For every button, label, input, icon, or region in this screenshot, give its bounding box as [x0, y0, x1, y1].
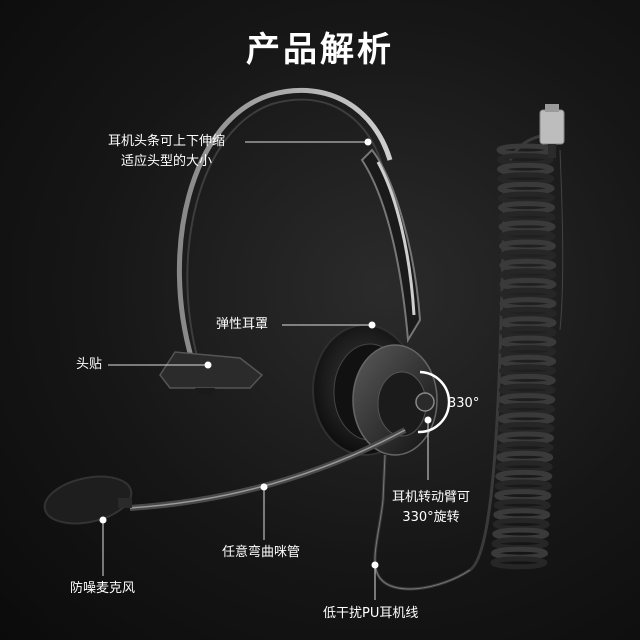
coil-loop	[493, 498, 551, 512]
coil-loop	[498, 383, 556, 397]
coil-loop	[498, 402, 556, 416]
label-rotating-arm: 耳机转动臂可 330°旋转	[392, 488, 470, 528]
coil-loop	[497, 412, 555, 426]
coil-loop	[498, 220, 556, 234]
headband-arm	[360, 148, 422, 344]
coil-loop	[495, 469, 553, 483]
rj-connector	[539, 109, 565, 145]
coil-loop	[496, 450, 554, 464]
coil-loop	[498, 201, 556, 215]
headband-wire-inner	[186, 98, 383, 361]
coil-loop	[499, 277, 557, 291]
label-arm-line2: 330°旋转	[402, 510, 460, 525]
page-title: 产品解析	[246, 30, 394, 70]
coil-loop	[498, 373, 556, 387]
label-headband-line1: 耳机头条可上下伸缩	[108, 134, 226, 149]
label-ear-cushion: 弹性耳罩	[216, 317, 269, 332]
coil-loop	[490, 556, 548, 570]
coil-loop	[499, 306, 557, 320]
coil-loop	[497, 172, 555, 186]
coil-loop	[499, 316, 557, 330]
headband-arm-highlight	[376, 161, 416, 316]
coil-loop	[499, 297, 557, 311]
label-mic: 防噪麦克风	[70, 581, 136, 596]
headband-wire	[176, 88, 393, 361]
coil-loop	[492, 527, 550, 541]
coil-loop	[499, 325, 557, 339]
mic-foam	[43, 475, 133, 525]
coil-loop	[497, 191, 555, 205]
coil-loop	[499, 354, 557, 368]
label-rotation-degree: 330°	[448, 396, 480, 411]
coil-loop	[498, 229, 556, 243]
coil-loop	[497, 421, 555, 435]
label-cable: 低干扰PU耳机线	[323, 606, 419, 621]
coil-loop	[499, 268, 557, 282]
coiled-cord	[490, 143, 557, 570]
coil-loop	[497, 431, 555, 445]
coil-loop	[498, 239, 556, 253]
coil-loop	[491, 537, 549, 551]
coil-loop	[491, 546, 549, 560]
label-headband: 耳机头条可上下伸缩 适应头型的大小	[108, 132, 225, 172]
coil-loop	[499, 364, 557, 378]
coil-loop	[499, 249, 557, 263]
coil-loop	[494, 489, 552, 503]
coil-loop	[498, 393, 556, 407]
label-mic-tube: 任意弯曲咪管	[222, 545, 301, 560]
coil-loop	[493, 508, 551, 522]
head-pad-shape	[159, 351, 264, 389]
coil-loop	[499, 287, 557, 301]
coil-loop	[492, 517, 550, 531]
coil-loop	[499, 335, 557, 349]
label-arm-line1: 耳机转动臂可	[392, 490, 471, 505]
coil-loop	[497, 181, 555, 195]
coil-loop	[496, 143, 554, 157]
label-head-pad: 头贴	[76, 357, 103, 372]
coil-loop	[496, 441, 554, 455]
coil-loop	[499, 258, 557, 272]
leader-lines	[102, 141, 429, 600]
coil-loop	[498, 210, 556, 224]
coil-loop	[495, 460, 553, 474]
leader-dots	[99, 138, 432, 569]
coil-loop	[496, 153, 554, 167]
coil-loop	[499, 345, 557, 359]
coil-loop	[494, 479, 552, 493]
rotation-arc	[417, 370, 451, 434]
label-headband-line2: 适应头型的大小	[121, 154, 213, 169]
